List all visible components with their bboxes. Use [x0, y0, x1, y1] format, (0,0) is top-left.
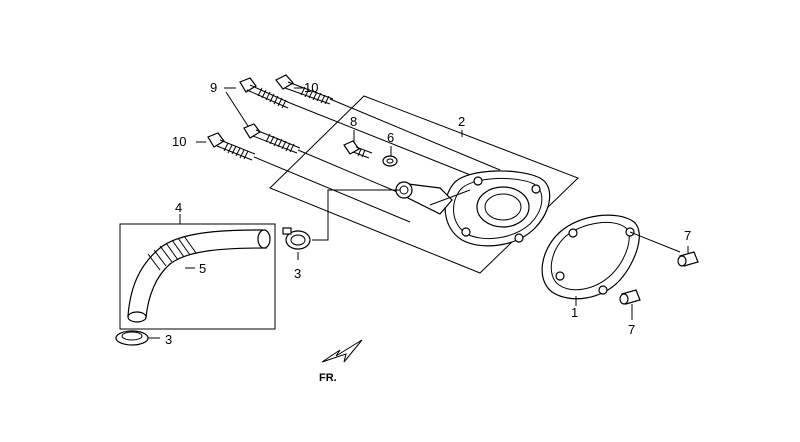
bolt-middle: [243, 123, 301, 154]
callout-3-upper: 3: [294, 266, 301, 281]
leader-lines: [148, 87, 689, 339]
callout-5: 5: [199, 261, 206, 276]
hose-clamp-3-upper: [282, 227, 311, 250]
group-box-4: [119, 223, 276, 330]
dowel-pin-7-lower: [619, 289, 641, 305]
small-bolt-8: [343, 140, 373, 159]
dowel-pin-7-upper: [629, 231, 699, 267]
callout-3-lower: 3: [165, 332, 172, 347]
front-direction-arrow-icon: FR.: [319, 339, 363, 384]
callout-10-upper: 10: [304, 80, 318, 95]
callout-6: 6: [387, 130, 394, 145]
bolt-lower: [207, 132, 256, 161]
callout-1: 1: [571, 305, 578, 320]
bolt-upper-left: [239, 77, 291, 109]
callout-7-upper: 7: [684, 228, 691, 243]
callout-9: 9: [210, 80, 217, 95]
group-box-2: [269, 95, 579, 274]
callout-2: 2: [458, 114, 465, 129]
gasket-1: [541, 214, 640, 300]
callout-7-lower: 7: [628, 322, 635, 337]
connection-line: [312, 189, 400, 241]
hose-5: [127, 229, 271, 323]
callout-4: 4: [175, 200, 182, 215]
bolt-upper-right: [275, 74, 334, 105]
callout-8: 8: [350, 114, 357, 129]
washer-6: [382, 155, 398, 167]
pump-housing-2: [395, 170, 551, 247]
callout-10-lower: 10: [172, 134, 186, 149]
front-direction-label: FR.: [319, 372, 337, 384]
hose-clamp-3-lower: [115, 330, 149, 346]
